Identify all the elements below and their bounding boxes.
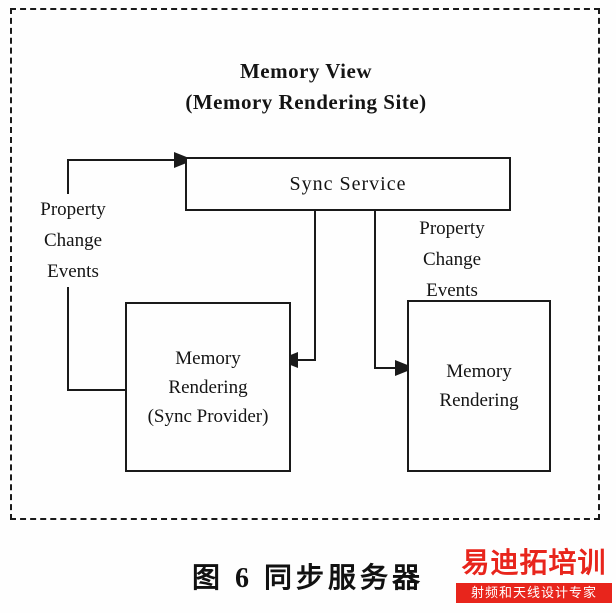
watermark-tagline-text: 射频和天线设计专家 bbox=[456, 583, 612, 603]
diagram-title: Memory View (Memory Rendering Site) bbox=[150, 56, 462, 118]
figure-caption: 图 6 同步服务器 bbox=[191, 563, 424, 594]
memory-rendering-sync-provider-box: Memory Rendering (Sync Provider) bbox=[125, 302, 291, 472]
left-box-line2: Rendering bbox=[168, 376, 248, 398]
property-change-events-left: Property Change Events bbox=[26, 194, 120, 287]
diagram-title-line1: Memory View bbox=[239, 59, 373, 83]
watermark-brand-text: 易迪拓培训 bbox=[461, 548, 607, 579]
sync-service-label: Sync Service bbox=[289, 172, 407, 195]
property-change-events-right: Property Change Events bbox=[402, 213, 502, 306]
events-left-line3: Events bbox=[47, 261, 99, 282]
left-box-line1: Memory bbox=[175, 347, 241, 369]
right-box-line2: Rendering bbox=[439, 390, 519, 411]
sync-service-box: Sync Service bbox=[185, 157, 511, 211]
events-left-line1: Property bbox=[40, 199, 106, 220]
events-left-line2: Change bbox=[43, 230, 103, 251]
events-right-line2: Change bbox=[422, 249, 482, 270]
watermark-logo: 易迪拓培训 射频和天线设计专家 bbox=[456, 547, 612, 603]
events-right-line3: Events bbox=[426, 280, 478, 301]
memory-rendering-box: Memory Rendering bbox=[407, 300, 551, 472]
left-box-line3: (Sync Provider) bbox=[147, 405, 269, 427]
right-box-line1: Memory bbox=[446, 361, 512, 382]
diagram-title-line2: (Memory Rendering Site) bbox=[185, 90, 427, 114]
diagram-dashed-boundary bbox=[10, 8, 600, 520]
events-right-line1: Property bbox=[419, 218, 485, 239]
